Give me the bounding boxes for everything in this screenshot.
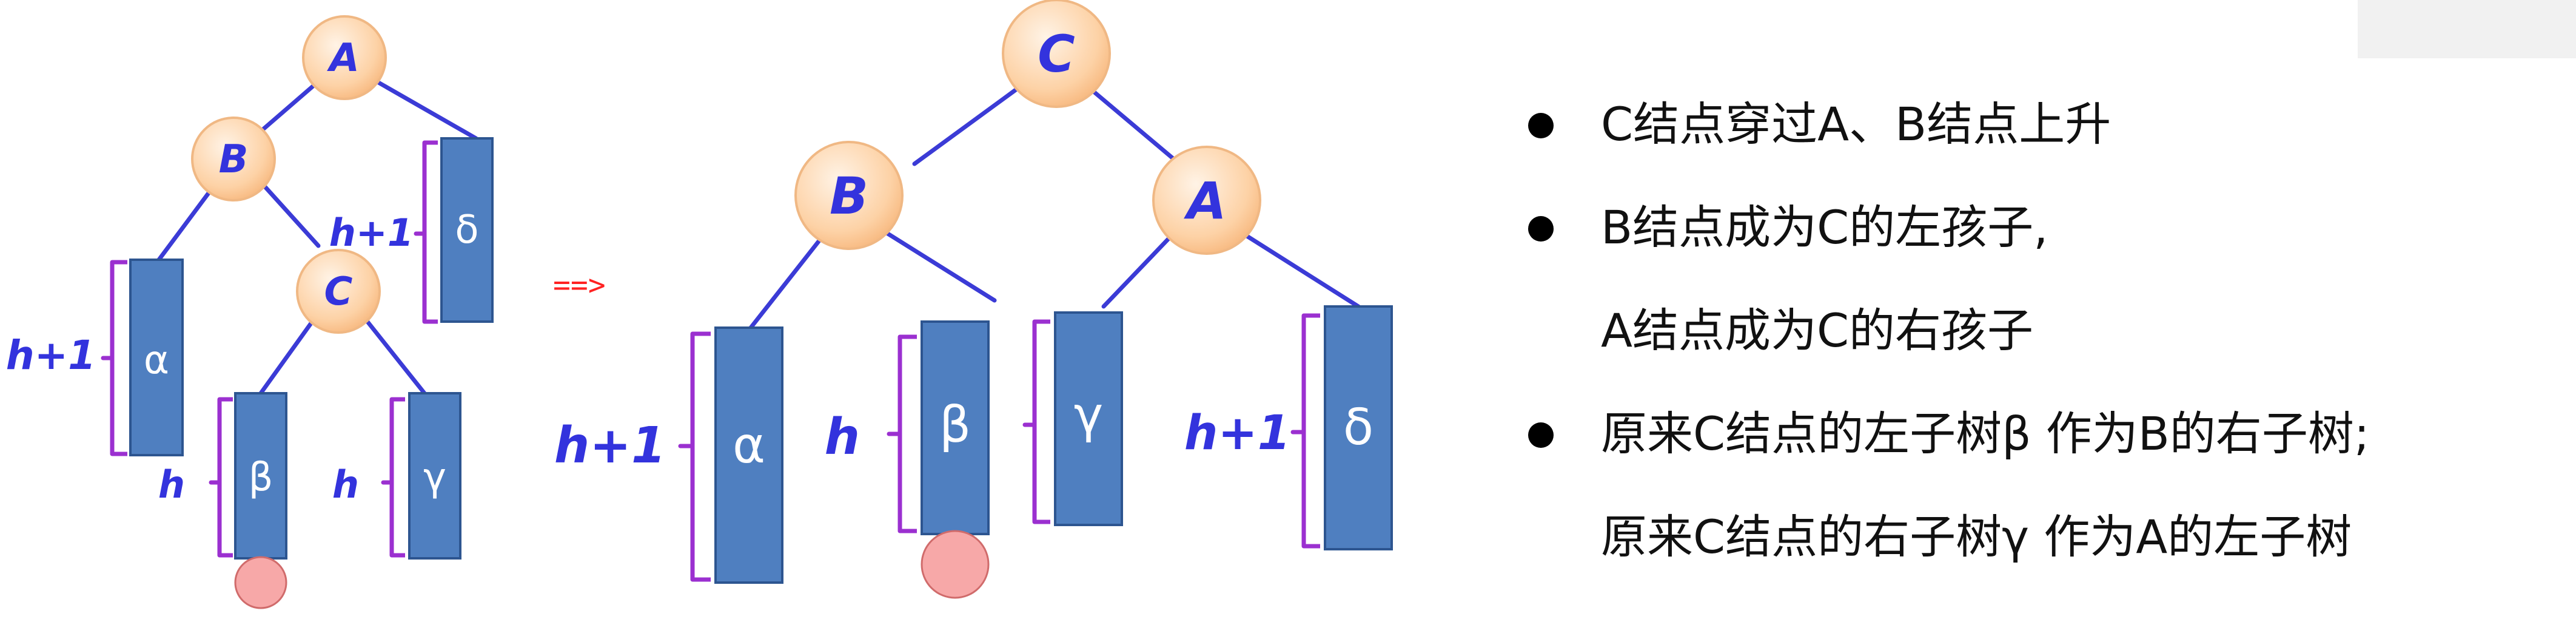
before-subtree-alpha-label: α xyxy=(144,338,169,383)
transform-arrow: ==> xyxy=(553,268,606,302)
after-node-c: C xyxy=(1002,0,1111,108)
after-subtree-delta-label: δ xyxy=(1343,399,1374,456)
after-subtree-gamma-label: γ xyxy=(1074,387,1104,444)
after-node-b: B xyxy=(794,141,904,250)
bullet-dot-icon xyxy=(1528,422,1554,448)
bullet-1: C结点穿过A、B结点上升 xyxy=(1516,73,2559,176)
after-brace-beta xyxy=(887,334,917,533)
bullet-3-continuation-text: 原来C结点的右子树γ 作为A的左子树 xyxy=(1601,510,2352,564)
explanation-list: C结点穿过A、B结点上升 B结点成为C的左孩子, A结点成为C的右孩子 原来C结… xyxy=(1516,73,2559,589)
after-height-delta: h+1 xyxy=(1184,406,1290,461)
after-node-b-label: B xyxy=(830,166,868,226)
after-subtree-beta-label: β xyxy=(939,396,971,454)
after-subtree-alpha-label: α xyxy=(733,417,765,475)
before-brace-gamma xyxy=(381,397,405,558)
before-subtree-gamma-label: γ xyxy=(423,455,446,500)
edge-b-alpha xyxy=(156,186,215,262)
before-height-alpha: h+1 xyxy=(6,332,96,379)
edge-a-b xyxy=(252,76,324,139)
after-brace-gamma xyxy=(1022,319,1050,524)
edge-b-c xyxy=(258,180,321,248)
edge-c-b xyxy=(912,87,1018,166)
before-node-b: B xyxy=(191,117,276,201)
before-subtree-delta xyxy=(440,137,494,323)
before-height-gamma: h xyxy=(332,462,359,507)
bullet-2: B结点成为C的左孩子, xyxy=(1516,176,2559,279)
before-height-delta: h+1 xyxy=(329,211,414,255)
bullet-2-continuation-text: A结点成为C的右孩子 xyxy=(1601,303,2034,357)
edge-a-delta xyxy=(364,73,478,141)
before-node-b-label: B xyxy=(219,137,249,182)
bullet-3: 原来C结点的左子树β 作为B的右子树; xyxy=(1516,382,2559,485)
before-subtree-gamma xyxy=(408,392,461,560)
after-brace-alpha xyxy=(678,331,711,582)
after-node-a: A xyxy=(1152,146,1261,255)
after-node-c-label: C xyxy=(1038,24,1075,84)
before-subtree-beta-label: β xyxy=(249,455,273,500)
edge-a-delta-after xyxy=(1241,231,1361,309)
corner-panel xyxy=(2358,0,2576,58)
after-tree: α β γ δ h+1 h h+1 C B A xyxy=(554,0,1393,599)
bullet-1-text: C结点穿过A、B结点上升 xyxy=(1601,97,2111,151)
before-subtree-delta-label: δ xyxy=(455,208,478,252)
before-node-c-label: C xyxy=(324,269,353,314)
bullet-dot-icon xyxy=(1528,216,1554,242)
before-inserted-node xyxy=(234,556,287,609)
bullet-3-text: 原来C结点的左子树β 作为B的右子树; xyxy=(1601,407,2370,461)
avl-rotation-diagram: α δ β γ h+1 h+1 h h A B C = xyxy=(6,0,1393,609)
bullet-3-continuation: 原来C结点的右子树γ 作为A的左子树 xyxy=(1516,485,2559,589)
edge-c-beta xyxy=(258,313,319,396)
edge-a-gamma-after xyxy=(1101,231,1176,309)
edge-b-alpha-after xyxy=(748,231,827,330)
edge-c-a xyxy=(1089,87,1182,166)
after-node-a-label: A xyxy=(1183,171,1226,231)
after-subtree-gamma xyxy=(1054,311,1123,526)
bullet-2-text: B结点成为C的左孩子, xyxy=(1601,200,2048,254)
edge-b-beta-after xyxy=(871,222,997,303)
before-tree: α δ β γ h+1 h+1 h h A B C xyxy=(6,15,494,609)
after-subtree-alpha xyxy=(714,326,783,584)
after-height-alpha: h+1 xyxy=(554,417,666,475)
bullet-dot-icon xyxy=(1528,113,1554,138)
before-node-c: C xyxy=(296,249,381,334)
after-brace-delta xyxy=(1290,313,1320,549)
after-subtree-delta xyxy=(1324,305,1393,550)
bullet-2-continuation: A结点成为C的右孩子 xyxy=(1516,279,2559,382)
before-brace-delta xyxy=(414,140,438,324)
before-brace-alpha xyxy=(101,260,127,456)
after-height-beta: h xyxy=(825,408,860,466)
before-node-a: A xyxy=(302,15,387,100)
before-subtree-alpha xyxy=(129,259,184,456)
edge-c-gamma xyxy=(360,313,427,396)
after-inserted-node xyxy=(921,530,990,599)
before-node-a-label: A xyxy=(326,36,360,81)
before-height-beta: h xyxy=(158,462,185,507)
before-brace-beta xyxy=(209,397,233,558)
